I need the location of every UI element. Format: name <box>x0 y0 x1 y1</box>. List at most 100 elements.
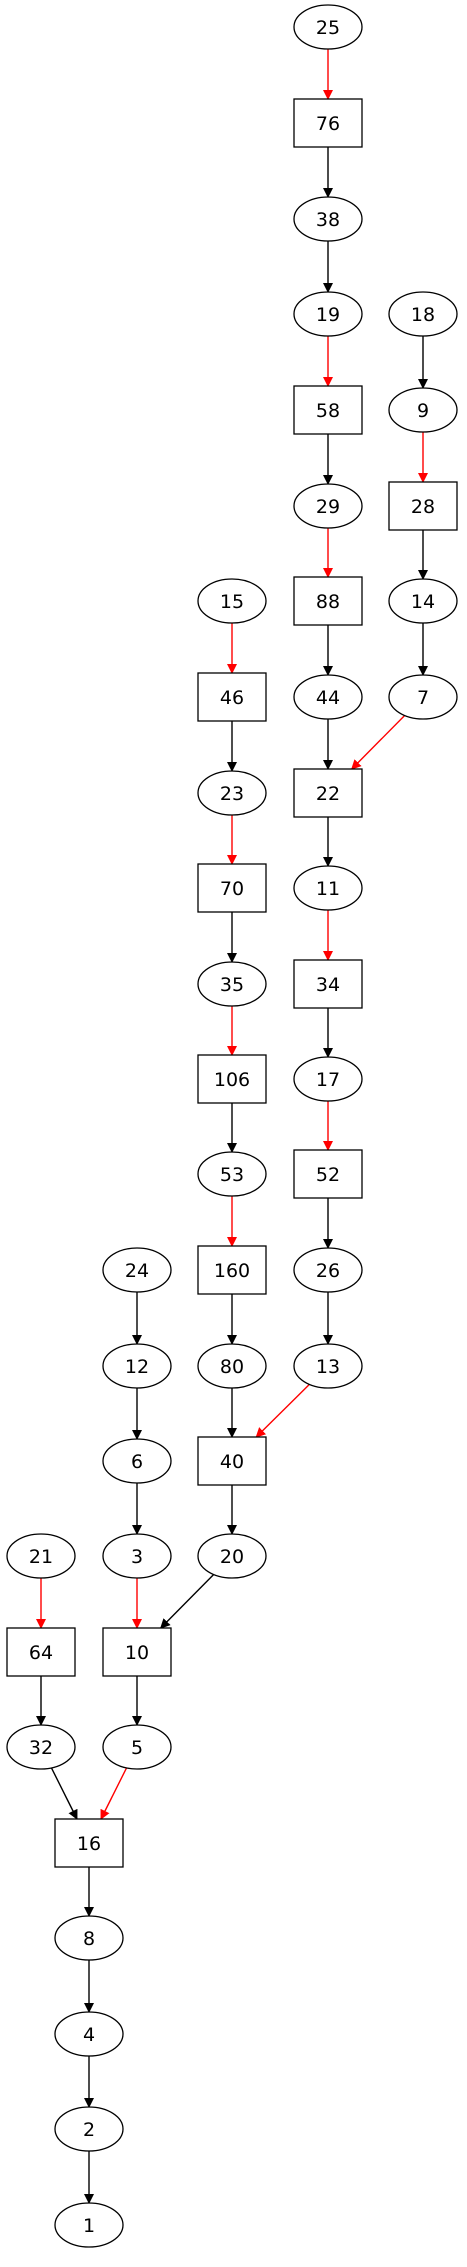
node-7: 7 <box>388 674 458 720</box>
node-label: 21 <box>29 1546 53 1568</box>
box-shape <box>293 385 363 435</box>
node-1: 1 <box>54 2202 124 2248</box>
node-label: 22 <box>316 783 340 805</box>
node-6: 6 <box>102 1438 172 1484</box>
node-23: 23 <box>197 770 267 816</box>
node-label: 38 <box>316 209 340 231</box>
node-52: 52 <box>293 1149 363 1199</box>
ellipse-shape <box>102 1724 172 1770</box>
box-shape <box>293 576 363 626</box>
box-shape <box>197 1436 267 1486</box>
node-5: 5 <box>102 1724 172 1770</box>
node-label: 15 <box>220 591 244 613</box>
node-29: 29 <box>293 483 363 529</box>
ellipse-shape <box>293 196 363 242</box>
box-shape <box>388 481 458 531</box>
node-label: 6 <box>131 1451 143 1473</box>
node-3: 3 <box>102 1533 172 1579</box>
ellipse-shape <box>388 387 458 433</box>
box-shape <box>197 863 267 913</box>
ellipse-shape <box>293 291 363 337</box>
edges-layer <box>36 49 428 2204</box>
node-label: 23 <box>220 783 244 805</box>
node-label: 19 <box>316 304 340 326</box>
node-70: 70 <box>197 863 267 913</box>
node-label: 11 <box>316 878 340 900</box>
node-label: 76 <box>316 113 340 135</box>
node-label: 34 <box>316 974 340 996</box>
node-label: 12 <box>125 1356 149 1378</box>
node-25: 25 <box>293 4 363 50</box>
node-53: 53 <box>197 1151 267 1197</box>
ellipse-shape <box>197 1151 267 1197</box>
node-12: 12 <box>102 1343 172 1389</box>
ellipse-shape <box>54 2202 124 2248</box>
node-label: 58 <box>316 400 340 422</box>
ellipse-shape <box>6 1724 76 1770</box>
node-label: 40 <box>220 1451 244 1473</box>
ellipse-shape <box>293 865 363 911</box>
node-40: 40 <box>197 1436 267 1486</box>
node-label: 80 <box>220 1356 244 1378</box>
ellipse-shape <box>293 1343 363 1389</box>
node-label: 5 <box>131 1737 143 1759</box>
node-18: 18 <box>388 291 458 337</box>
edge-20-to-10 <box>160 1574 215 1629</box>
box-shape <box>197 672 267 722</box>
node-label: 44 <box>316 687 340 709</box>
node-label: 3 <box>131 1546 143 1568</box>
node-22: 22 <box>293 768 363 818</box>
node-4: 4 <box>54 2011 124 2057</box>
node-80: 80 <box>197 1343 267 1389</box>
node-106: 106 <box>197 1054 267 1104</box>
ellipse-shape <box>6 1533 76 1579</box>
ellipse-shape <box>102 1438 172 1484</box>
node-label: 46 <box>220 687 244 709</box>
node-label: 28 <box>411 496 435 518</box>
box-shape <box>197 1245 267 1295</box>
node-label: 18 <box>411 304 435 326</box>
ellipse-shape <box>197 770 267 816</box>
ellipse-shape <box>197 1343 267 1389</box>
ellipse-shape <box>102 1247 172 1293</box>
node-28: 28 <box>388 481 458 531</box>
ellipse-shape <box>293 674 363 720</box>
node-label: 9 <box>417 400 429 422</box>
ellipse-shape <box>102 1343 172 1389</box>
box-shape <box>6 1627 76 1677</box>
node-label: 64 <box>29 1642 53 1664</box>
node-88: 88 <box>293 576 363 626</box>
node-label: 14 <box>411 591 435 613</box>
node-label: 20 <box>220 1546 244 1568</box>
node-label: 88 <box>316 591 340 613</box>
node-24: 24 <box>102 1247 172 1293</box>
box-shape <box>102 1627 172 1677</box>
node-label: 1 <box>83 2215 95 2237</box>
node-9: 9 <box>388 387 458 433</box>
node-label: 32 <box>29 1737 53 1759</box>
node-17: 17 <box>293 1056 363 1102</box>
box-shape <box>293 768 363 818</box>
node-label: 52 <box>316 1164 340 1186</box>
box-shape <box>293 1149 363 1199</box>
node-label: 53 <box>220 1164 244 1186</box>
node-16: 16 <box>54 1818 124 1868</box>
ellipse-shape <box>197 578 267 624</box>
node-160: 160 <box>197 1245 267 1295</box>
node-label: 70 <box>220 878 244 900</box>
node-label: 24 <box>125 1260 149 1282</box>
node-21: 21 <box>6 1533 76 1579</box>
node-15: 15 <box>197 578 267 624</box>
ellipse-shape <box>197 961 267 1007</box>
node-13: 13 <box>293 1343 363 1389</box>
node-label: 2 <box>83 2119 95 2141</box>
node-8: 8 <box>54 1915 124 1961</box>
node-64: 64 <box>6 1627 76 1677</box>
node-label: 10 <box>125 1642 149 1664</box>
edge-32-to-16 <box>50 1767 78 1820</box>
ellipse-shape <box>293 483 363 529</box>
ellipse-shape <box>102 1533 172 1579</box>
node-10: 10 <box>102 1627 172 1677</box>
ellipse-shape <box>293 1247 363 1293</box>
